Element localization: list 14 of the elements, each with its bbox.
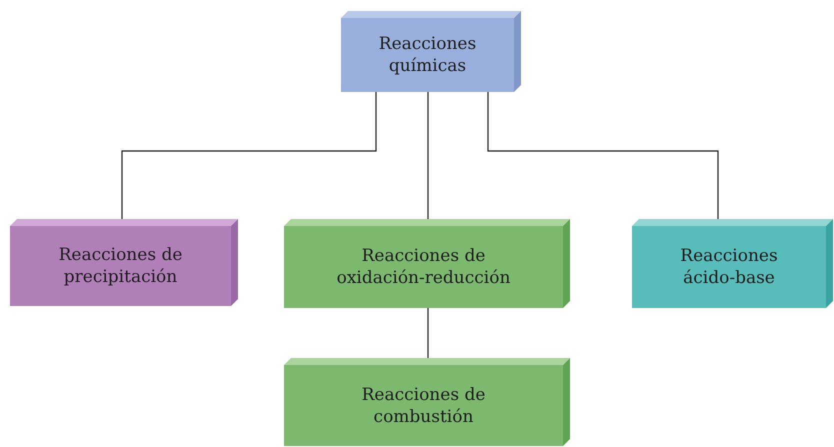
category-label: Reacciones de combustión [360, 384, 486, 428]
connector-line [427, 92, 429, 219]
category-box [632, 219, 833, 308]
category-label: Reacciones químicas [378, 33, 478, 77]
category-label: Reacciones ácido-base [679, 245, 779, 289]
connector-line [427, 308, 429, 358]
category-label: Reacciones de oxidación-reducción [336, 245, 512, 289]
connector-line [121, 92, 377, 219]
category-box [341, 11, 521, 92]
connector-line [487, 92, 719, 219]
category-box [284, 219, 570, 308]
category-label: Reacciones de precipitación [58, 244, 184, 288]
category-box [284, 358, 570, 446]
category-box [10, 219, 238, 306]
